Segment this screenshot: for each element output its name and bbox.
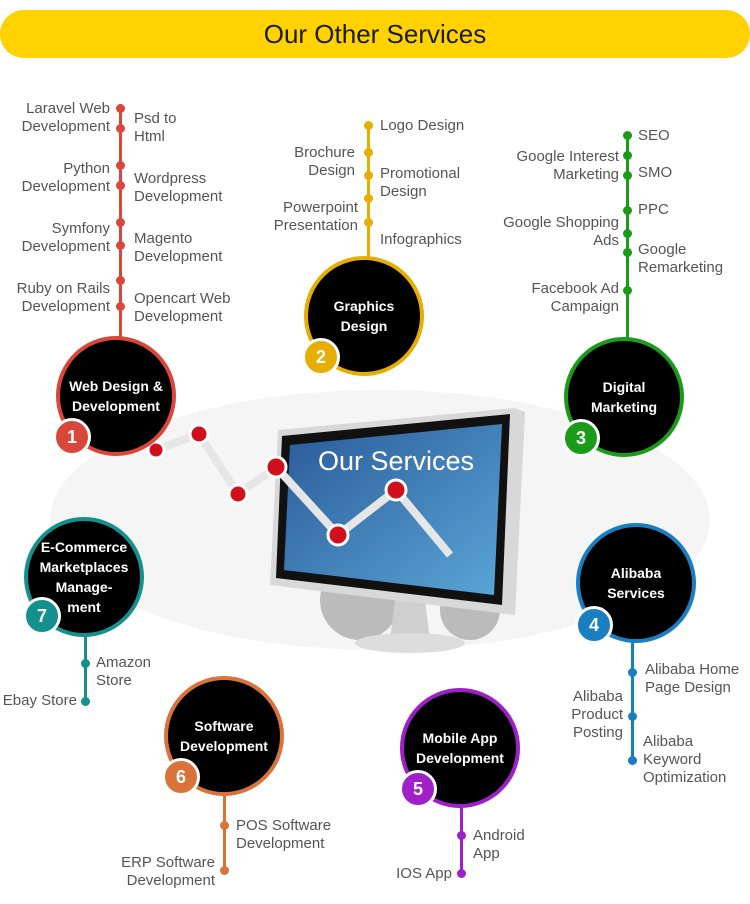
service-1-bullet-dot	[116, 181, 125, 190]
service-4-bullet-dot	[628, 668, 637, 677]
service-4-bullet-dot	[628, 712, 637, 721]
service-3-item: SEO	[638, 127, 670, 144]
page-title: Our Other Services	[0, 10, 750, 58]
service-7-item: Amazon Store	[96, 654, 152, 689]
chart-point	[384, 478, 408, 502]
service-7-item: Ebay Store	[2, 692, 77, 709]
service-1-bullet-dot	[116, 276, 125, 285]
service-1-item: Python Development	[21, 160, 110, 195]
service-4-item: Alibaba Home Page Design	[645, 661, 740, 696]
service-5-item: IOS App	[396, 865, 452, 882]
service-5-connector-line	[460, 806, 463, 874]
service-3-bullet-dot	[623, 151, 632, 160]
service-7-number-badge: 7	[23, 597, 61, 635]
service-7-circle[interactable]: E-Commerce Marketplaces Manage- ment	[24, 517, 144, 637]
service-2-number-badge: 2	[302, 338, 340, 376]
service-3-item: PPC	[638, 201, 669, 218]
service-2-item: Brochure Design	[294, 144, 355, 179]
service-1-bullet-dot	[116, 104, 125, 113]
service-2-connector-line	[367, 122, 370, 258]
service-3-item: SMO	[638, 164, 673, 181]
service-4-bullet-dot	[628, 756, 637, 765]
service-2-item: Logo Design	[380, 117, 465, 134]
service-2-bullet-dot	[364, 148, 373, 157]
chart-point	[264, 455, 288, 479]
service-2-bullet-dot	[364, 218, 373, 227]
service-6-item: ERP Software Development	[121, 854, 215, 889]
chart-point	[326, 523, 350, 547]
service-3-bullet-dot	[623, 248, 632, 257]
service-1-item: Laravel Web Development	[21, 100, 110, 135]
service-1-bullet-dot	[116, 241, 125, 250]
service-1-item: Ruby on Rails Development	[16, 280, 110, 315]
service-6-bullet-dot	[220, 821, 229, 830]
service-2-item: Powerpoint Presentation	[273, 199, 358, 234]
service-1-bullet-dot	[116, 161, 125, 170]
service-3-item: Facebook Ad Campaign	[531, 280, 619, 315]
service-7-bullet-dot	[81, 659, 90, 668]
service-4-number-badge: 4	[575, 606, 613, 644]
chart-point	[146, 440, 166, 460]
service-2-item: Promotional Design	[380, 165, 461, 200]
service-6-connector-line	[223, 794, 226, 871]
service-7-bullet-dot	[81, 697, 90, 706]
service-1-item: Symfony Development	[21, 220, 110, 255]
service-1-item: Opencart Web Development	[134, 290, 231, 325]
screen-text: Our Services	[318, 446, 474, 476]
service-1-number-badge: 1	[53, 418, 91, 456]
service-5-bullet-dot	[457, 831, 466, 840]
service-3-bullet-dot	[623, 131, 632, 140]
service-5-number-badge: 5	[399, 770, 437, 808]
service-6-number-badge: 6	[162, 758, 200, 796]
service-2-bullet-dot	[364, 171, 373, 180]
service-2-bullet-dot	[364, 194, 373, 203]
service-6-bullet-dot	[220, 866, 229, 875]
chart-point	[188, 423, 210, 445]
service-1-bullet-dot	[116, 302, 125, 311]
service-4-item: Alibaba Product Posting	[571, 688, 623, 741]
service-7-connector-line	[84, 636, 87, 702]
service-2-item: Infographics	[380, 231, 462, 248]
service-1-item: Psd to Html	[134, 110, 177, 145]
service-1-bullet-dot	[116, 218, 125, 227]
service-3-bullet-dot	[623, 286, 632, 295]
service-3-item: Google Interest Marketing	[516, 148, 619, 183]
service-3-item: Google Remarketing	[638, 241, 724, 276]
service-6-item: POS Software Development	[236, 817, 332, 852]
service-3-bullet-dot	[623, 206, 632, 215]
service-3-bullet-dot	[623, 171, 632, 180]
chart-point	[227, 483, 249, 505]
service-1-bullet-dot	[116, 124, 125, 133]
service-1-item: Wordpress Development	[134, 170, 223, 205]
service-5-item: Android App	[473, 827, 525, 862]
service-1-item: Magento Development	[134, 230, 223, 265]
service-5-bullet-dot	[457, 869, 466, 878]
service-4-item: Alibaba Keyword Optimization	[643, 733, 727, 786]
service-4-connector-line	[631, 642, 634, 762]
service-3-bullet-dot	[623, 229, 632, 238]
service-2-bullet-dot	[364, 121, 373, 130]
service-5-circle[interactable]: Mobile App Development	[400, 688, 520, 808]
service-3-number-badge: 3	[562, 419, 600, 457]
service-3-item: Google Shopping Ads	[503, 214, 619, 249]
service-1-circle[interactable]: Web Design & Development	[56, 336, 176, 456]
